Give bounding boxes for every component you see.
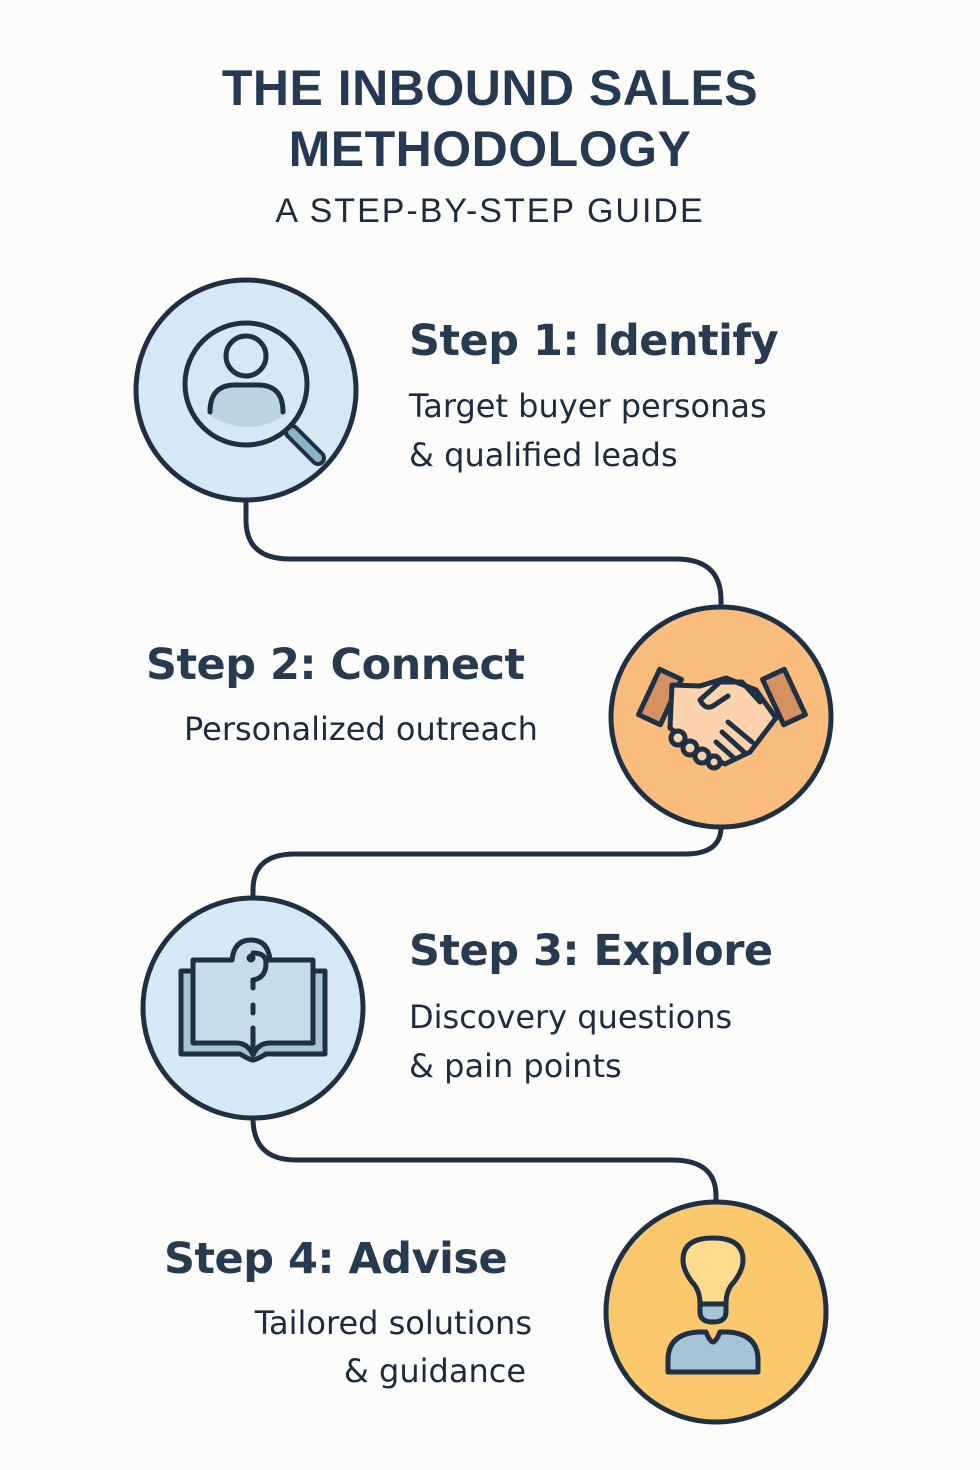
step-1-title: Step 1: Identify <box>409 316 779 366</box>
step-1-circle <box>133 277 359 503</box>
page-subtitle: A STEP-BY-STEP GUIDE <box>275 192 705 230</box>
step-3-circle <box>140 895 366 1121</box>
handshake-icon <box>636 666 808 771</box>
step-4-desc-line-1: Tailored solutions <box>254 1304 532 1342</box>
step-2-circle <box>608 604 834 830</box>
step-2-desc-line-1: Personalized outreach <box>184 710 538 748</box>
connector-lines <box>243 497 724 1205</box>
step-4-title: Step 4: Advise <box>164 1234 508 1284</box>
step-1-desc-line-1: Target buyer personas <box>409 387 767 425</box>
step-4-circle <box>603 1199 829 1425</box>
connector-2-3 <box>250 824 724 901</box>
step-3-desc-line-2: & pain points <box>409 1047 622 1085</box>
step-4-desc-line-2: & guidance <box>343 1352 526 1390</box>
step-3-desc-line-1: Discovery questions <box>409 998 733 1036</box>
book-question-icon <box>178 937 328 1063</box>
lightbulb-person-icon <box>665 1235 761 1375</box>
step-1-desc-line-2: & qualified leads <box>409 436 678 474</box>
page-title-line-1: THE INBOUND SALES <box>221 60 759 116</box>
page-title-line-2: METHODOLOGY <box>288 121 692 177</box>
step-3-title: Step 3: Explore <box>409 926 773 976</box>
connector-3-4 <box>250 1115 719 1205</box>
connector-1-2 <box>243 497 724 610</box>
magnifier-person-icon <box>182 320 326 466</box>
step-2-title: Step 2: Connect <box>146 640 525 690</box>
